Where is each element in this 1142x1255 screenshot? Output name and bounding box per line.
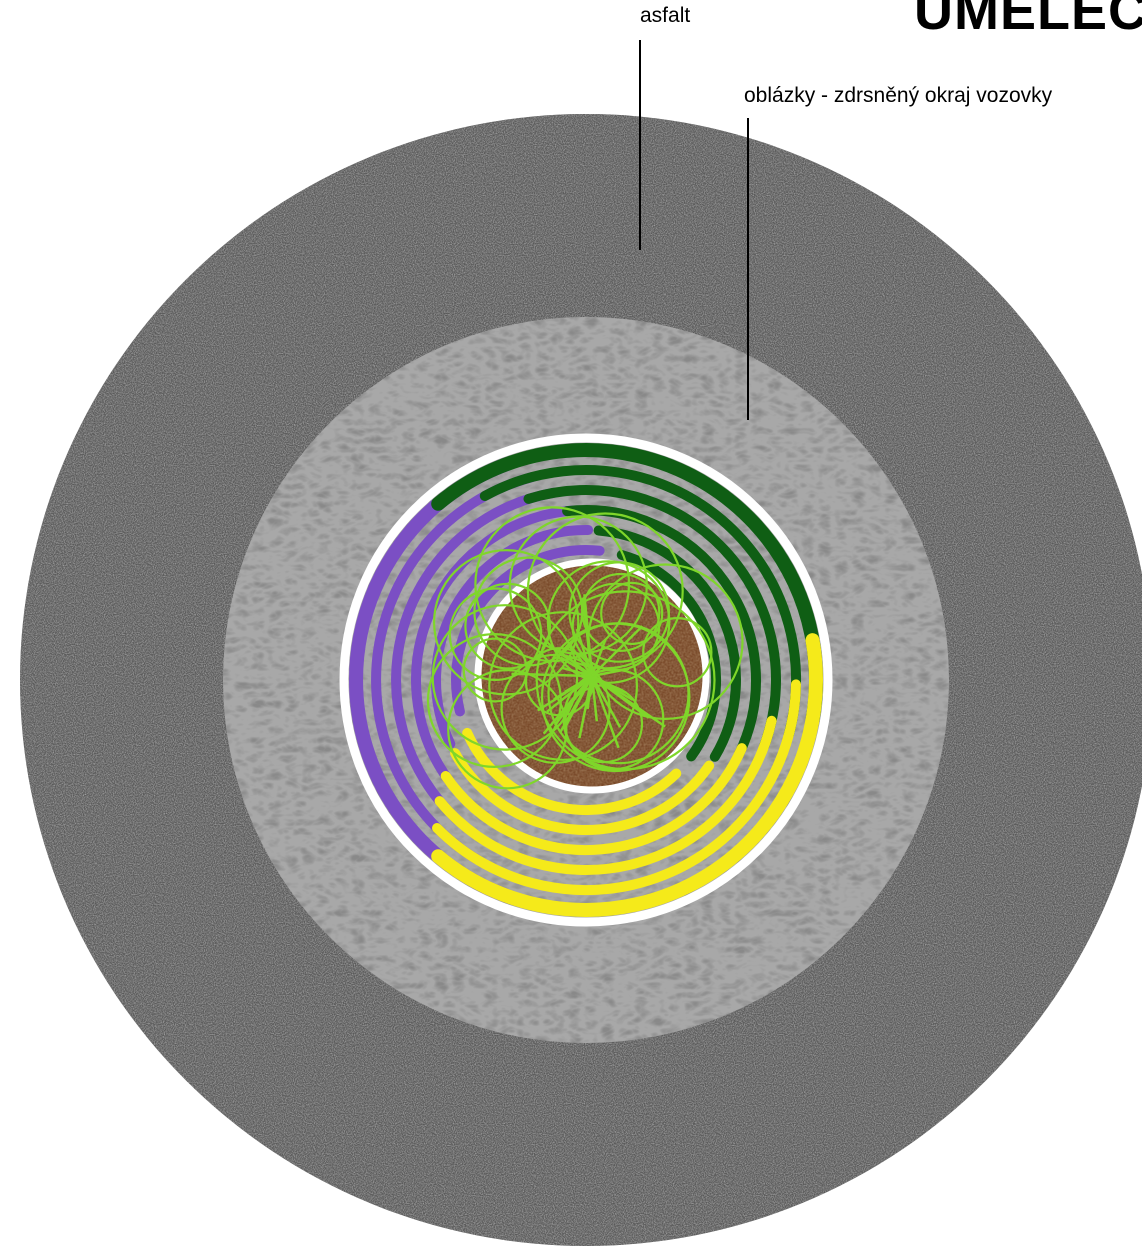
white-kerb-ring bbox=[339, 433, 833, 927]
yellow-arc bbox=[462, 727, 682, 816]
dark-green-arc bbox=[562, 505, 761, 759]
purple-arc bbox=[411, 505, 578, 786]
grass-loop bbox=[508, 515, 648, 655]
grass-blade bbox=[590, 675, 620, 749]
dark-green-arc bbox=[523, 484, 782, 752]
grass-blade bbox=[569, 644, 594, 677]
grass-loop bbox=[488, 611, 638, 761]
asphalt-label: asfalt bbox=[640, 4, 691, 27]
yellow-arc bbox=[434, 715, 777, 875]
grass-blade bbox=[553, 674, 593, 701]
grass-loop bbox=[540, 622, 691, 773]
grass-blade bbox=[560, 651, 593, 678]
grass-blade bbox=[590, 675, 599, 722]
green-grass-tangle bbox=[426, 506, 744, 790]
grass-loop bbox=[535, 590, 716, 771]
grass-loop bbox=[431, 604, 579, 751]
grass-loop bbox=[462, 637, 528, 703]
yellow-arc bbox=[432, 679, 801, 896]
grass-loop bbox=[433, 549, 580, 696]
grass-blade bbox=[575, 628, 594, 677]
purple-arc bbox=[451, 545, 605, 717]
grass-blade bbox=[590, 639, 607, 677]
page-title: UMĚLEC bbox=[914, 0, 1142, 41]
spiral-arms bbox=[349, 443, 823, 917]
grass-loop bbox=[581, 572, 661, 652]
grass-loop bbox=[448, 587, 543, 682]
pebbles-label: oblázky - zdrsněný okraj vozovky bbox=[744, 84, 1053, 107]
grass-blade bbox=[559, 675, 594, 733]
grass-loop bbox=[600, 581, 664, 646]
purple-arc bbox=[371, 472, 538, 865]
dark-green-arc bbox=[593, 525, 741, 762]
grass-blade bbox=[561, 666, 593, 678]
yellow-arc bbox=[440, 743, 747, 855]
grass-blade bbox=[583, 594, 594, 677]
grass-blade bbox=[591, 625, 644, 677]
purple-arc bbox=[391, 487, 560, 826]
grass-blade bbox=[586, 675, 594, 710]
grass-blade bbox=[591, 667, 630, 678]
yellow-arc bbox=[431, 633, 823, 917]
grass-blade bbox=[590, 675, 622, 728]
grass-loop bbox=[464, 582, 552, 670]
grass-blade bbox=[511, 672, 593, 678]
grass-blade bbox=[591, 674, 627, 694]
dark-green-arc bbox=[479, 464, 802, 741]
grass-blade bbox=[553, 675, 593, 726]
yellow-arc bbox=[450, 748, 715, 835]
